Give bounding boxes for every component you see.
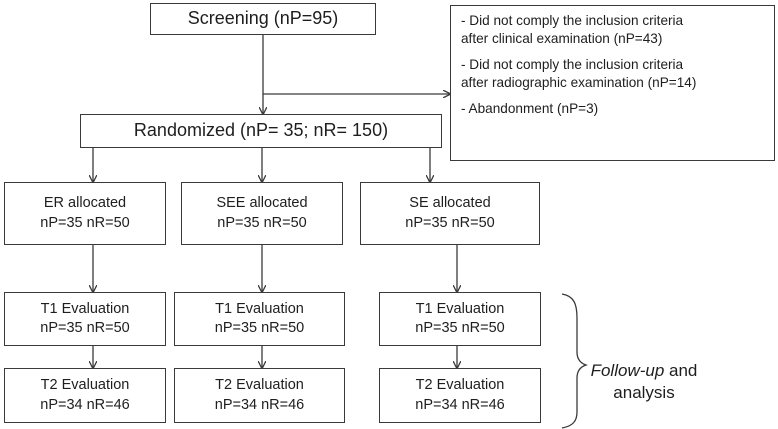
er-t2-counts: nP=34 nR=46 xyxy=(40,396,130,413)
exclusion-clinical-line1: - Did not comply the inclusion criteria xyxy=(461,13,684,28)
se-allocated-counts: nP=35 nR=50 xyxy=(405,214,495,231)
se-t1-title: T1 Evaluation xyxy=(415,300,505,317)
er-t1-counts: nP=35 nR=50 xyxy=(40,320,130,336)
followup-label: Follow-up and analysis xyxy=(586,360,702,404)
see-t2-title: T2 Evaluation xyxy=(215,377,304,394)
exclusion-box: - Did not comply the inclusion criteria … xyxy=(450,5,775,161)
se-t1-counts: nP=35 nR=50 xyxy=(415,320,505,336)
followup-analysis: analysis xyxy=(613,383,675,403)
exclusion-abandonment: - Abandonment (nP=3) xyxy=(461,100,599,116)
er-t2-title: T2 Evaluation xyxy=(40,377,130,394)
exclusion-clinical-line2: after clinical examination (nP=43) xyxy=(461,30,663,46)
followup-italic: Follow-up xyxy=(590,361,665,380)
randomized-label: Randomized (nP= 35; nR= 150) xyxy=(133,120,389,141)
se-allocated-title: SE allocated xyxy=(409,195,491,212)
se-t2-counts: nP=34 nR=46 xyxy=(415,396,505,413)
exclusion-radiographic-line1: - Did not comply the inclusion criteria xyxy=(461,56,684,72)
see-t2-counts: nP=34 nR=46 xyxy=(214,396,305,413)
er-t1-box: T1 Evaluation nP=35 nR=50 xyxy=(4,292,166,346)
se-t2-box: T2 Evaluation nP=34 nR=46 xyxy=(379,368,541,423)
see-allocated-box: SEE allocated nP=35 nR=50 xyxy=(181,182,343,245)
er-allocated-title: ER allocated xyxy=(43,195,127,212)
randomized-box: Randomized (nP= 35; nR= 150) xyxy=(80,114,442,148)
se-allocated-box: SE allocated nP=35 nR=50 xyxy=(360,182,540,245)
exclusion-radiographic-line2: after radiographic examination (nP=14) xyxy=(461,74,697,90)
see-t1-box: T1 Evaluation nP=35 nR=50 xyxy=(174,292,345,346)
see-allocated-title: SEE allocated xyxy=(216,195,308,212)
followup-bracket xyxy=(561,293,589,429)
see-t1-counts: nP=35 nR=50 xyxy=(214,320,305,336)
screening-label: Screening (nP=95) xyxy=(187,8,339,29)
see-t1-title: T1 Evaluation xyxy=(215,300,304,317)
se-t2-title: T2 Evaluation xyxy=(415,377,505,394)
followup-and: and xyxy=(664,361,698,380)
see-allocated-counts: nP=35 nR=50 xyxy=(217,214,307,231)
screening-box: Screening (nP=95) xyxy=(150,3,376,35)
se-t1-box: T1 Evaluation nP=35 nR=50 xyxy=(379,292,541,346)
see-t2-box: T2 Evaluation nP=34 nR=46 xyxy=(174,368,345,423)
er-t1-title: T1 Evaluation xyxy=(40,300,130,317)
er-t2-box: T2 Evaluation nP=34 nR=46 xyxy=(4,368,166,423)
er-allocated-counts: nP=35 nR=50 xyxy=(40,214,130,231)
er-allocated-box: ER allocated nP=35 nR=50 xyxy=(4,182,166,245)
